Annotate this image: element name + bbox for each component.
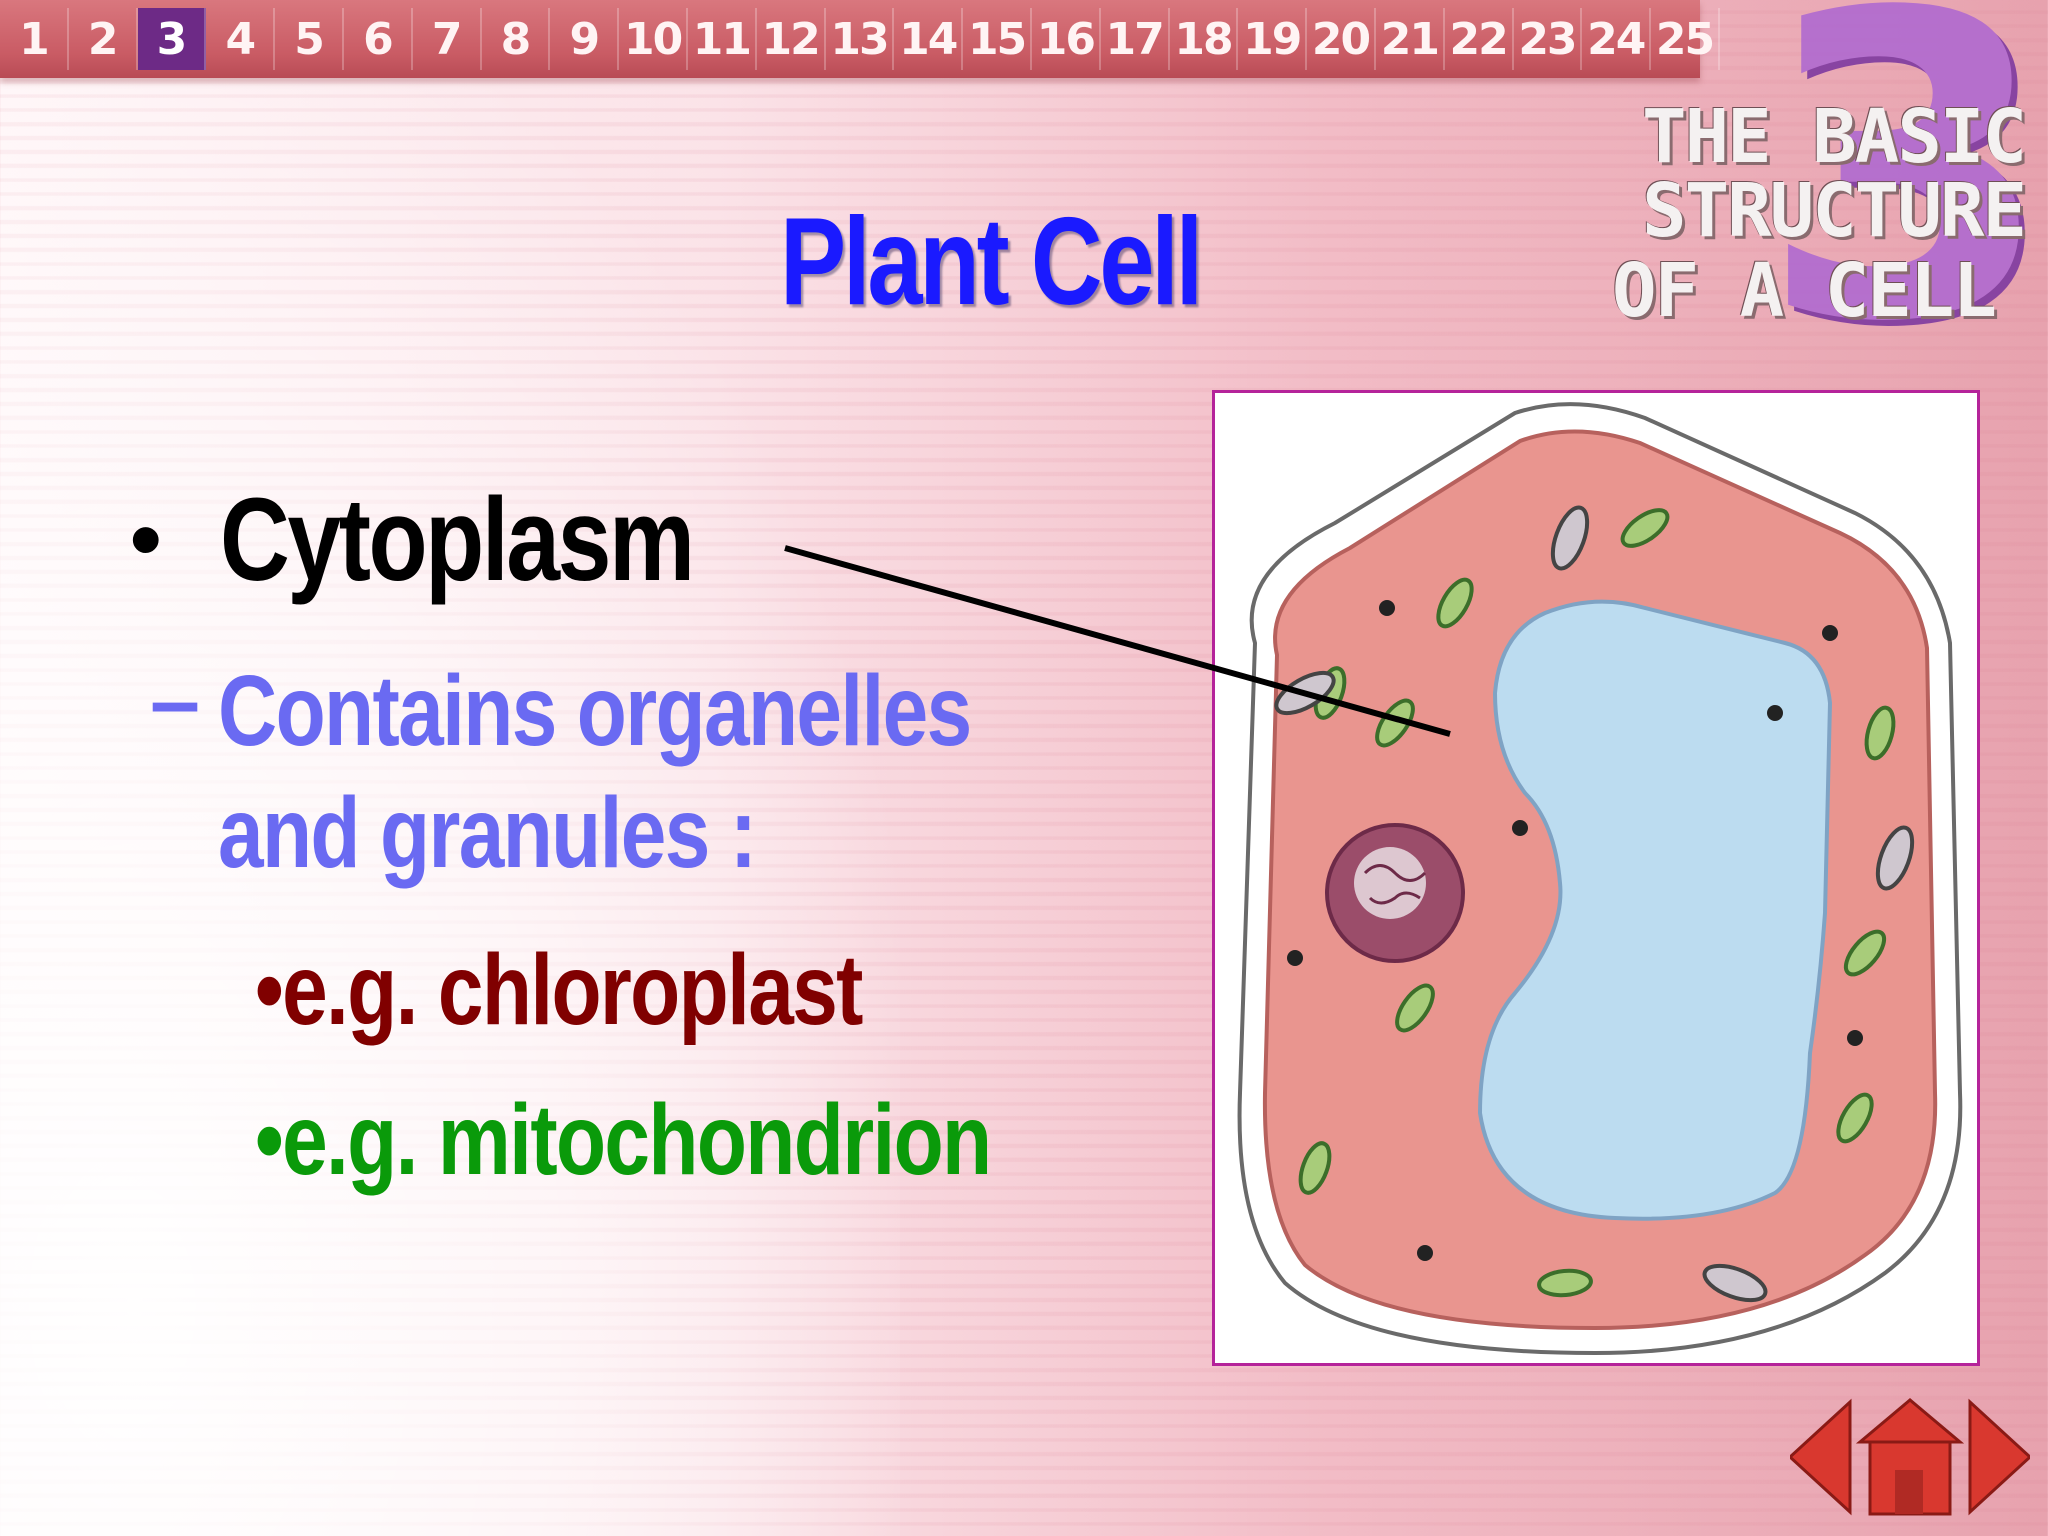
- example-mitochondrion: •e.g. mitochondrion: [255, 1084, 992, 1196]
- bullet-list: • Cytoplasm – Contains organelles and gr…: [130, 470, 1130, 1190]
- granule: [1287, 950, 1303, 966]
- chapter-emblem: 3: [1760, 0, 2048, 414]
- slide-link-10[interactable]: 10: [619, 8, 688, 70]
- slide-link-20[interactable]: 20: [1307, 8, 1376, 70]
- mitochondrion: [1550, 505, 1590, 571]
- chloroplast: [1395, 983, 1435, 1033]
- slide-link-18[interactable]: 18: [1170, 8, 1239, 70]
- mitochondrion: [1875, 825, 1915, 891]
- granule: [1379, 600, 1395, 616]
- bullet-cytoplasm: • Cytoplasm: [130, 470, 1130, 610]
- slide-link-14[interactable]: 14: [894, 8, 964, 70]
- example-chloroplast: •e.g. chloroplast: [255, 934, 863, 1046]
- prev-arrow-icon[interactable]: [1790, 1398, 1852, 1516]
- chloroplast: [1843, 929, 1887, 977]
- chapter-title: THE BASIC STRUCTURE OF A CELL: [1265, 94, 2027, 334]
- slide-link-12[interactable]: 12: [757, 8, 826, 70]
- nucleolus: [1354, 847, 1426, 919]
- bullet-marker: •: [130, 489, 162, 590]
- slide-link-7[interactable]: 7: [413, 8, 482, 70]
- slide-link-6[interactable]: 6: [344, 8, 413, 70]
- slide-title: Plant Cell: [779, 193, 1203, 331]
- granule: [1512, 820, 1528, 836]
- slide-link-13[interactable]: 13: [826, 8, 895, 70]
- sub-bullet-marker: –: [150, 651, 201, 751]
- vacuole: [1477, 599, 1833, 1221]
- mitochondrion: [1702, 1263, 1768, 1303]
- slide-link-3[interactable]: 3: [137, 8, 207, 70]
- slide-link-2[interactable]: 2: [69, 8, 138, 70]
- plant-cell-diagram: [1212, 390, 1980, 1366]
- chloroplast: [1537, 1268, 1593, 1298]
- chapter-title-line2: OF A CELL: [1612, 248, 1997, 334]
- slide-link-25[interactable]: 25: [1651, 8, 1720, 70]
- slide-link-22[interactable]: 22: [1445, 8, 1514, 70]
- slide-link-4[interactable]: 4: [206, 8, 276, 70]
- granule: [1822, 625, 1838, 641]
- slide-link-17[interactable]: 17: [1101, 8, 1170, 70]
- plant-cell-illustration: [1237, 402, 1963, 1356]
- chromatin: [1363, 864, 1427, 905]
- slide-link-19[interactable]: 19: [1238, 8, 1308, 70]
- chloroplast: [1298, 1141, 1332, 1195]
- slide-controls: [1790, 1398, 2030, 1516]
- slide-link-16[interactable]: 16: [1032, 8, 1101, 70]
- slide-link-9[interactable]: 9: [550, 8, 620, 70]
- slide-link-1[interactable]: 1: [0, 8, 69, 70]
- slide-link-5[interactable]: 5: [275, 8, 344, 70]
- chapter-title-line1: THE BASIC STRUCTURE: [1642, 94, 2027, 254]
- sub-bullet-text: Contains organelles and granules :: [218, 655, 972, 889]
- granule: [1767, 705, 1783, 721]
- chloroplast: [1620, 508, 1670, 548]
- chloroplast: [1836, 1092, 1874, 1144]
- slide-link-23[interactable]: 23: [1514, 8, 1583, 70]
- bullet-cytoplasm-text: Cytoplasm: [220, 474, 695, 606]
- slide-link-8[interactable]: 8: [482, 8, 551, 70]
- granule: [1417, 1245, 1433, 1261]
- granule: [1847, 1030, 1863, 1046]
- chloroplast: [1864, 705, 1896, 761]
- slide-link-24[interactable]: 24: [1582, 8, 1652, 70]
- slide-link-11[interactable]: 11: [688, 8, 757, 70]
- home-icon[interactable]: [1855, 1398, 1965, 1516]
- slide-link-21[interactable]: 21: [1376, 8, 1445, 70]
- slide-link-15[interactable]: 15: [963, 8, 1032, 70]
- next-arrow-icon[interactable]: [1968, 1398, 2030, 1516]
